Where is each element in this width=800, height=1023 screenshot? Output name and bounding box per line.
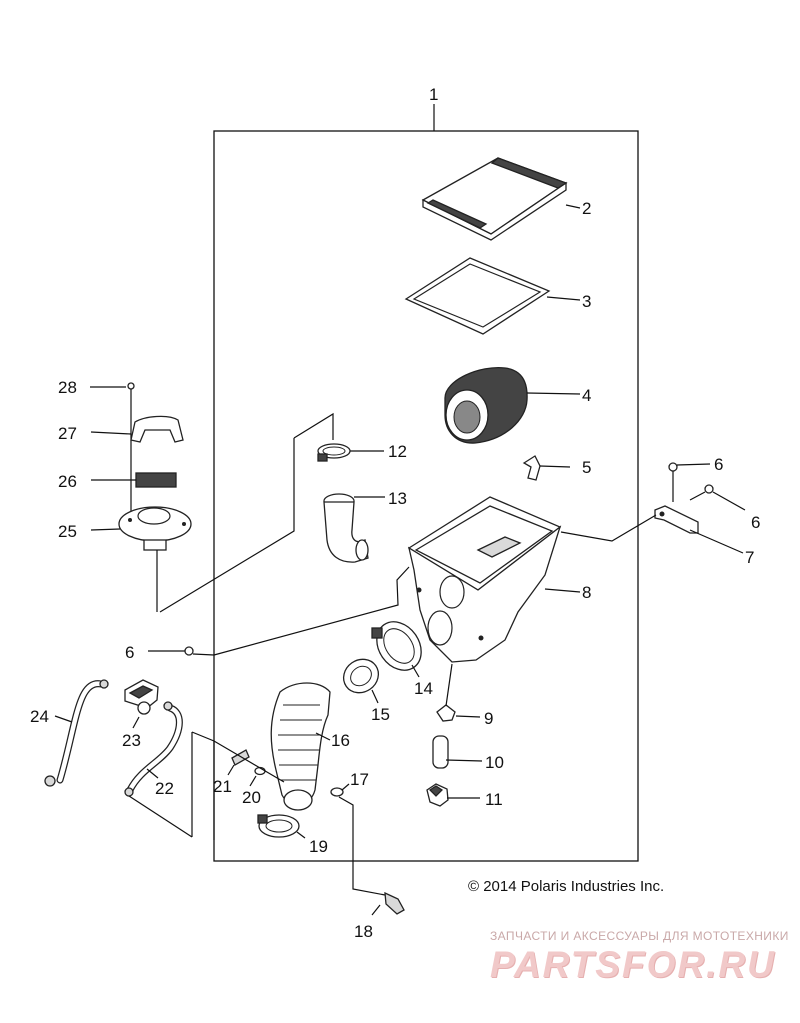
part-18-sensor — [338, 796, 405, 916]
part-6-screw-left — [148, 646, 215, 656]
part-11-drain-plug — [426, 783, 480, 807]
callout-3: 3 — [582, 292, 591, 311]
part-17-seal — [330, 783, 350, 797]
part-5-clip — [522, 455, 571, 481]
watermark-brand: PARTSFOR.RU — [490, 944, 776, 985]
callout-1: 1 — [429, 85, 438, 104]
part-7-bracket — [654, 505, 744, 554]
part-24-hose — [44, 679, 109, 787]
callout-13: 13 — [388, 489, 407, 508]
assembly-frame — [213, 130, 639, 862]
part-28-screw — [90, 382, 135, 520]
watermark-subtitle: ЗАПЧАСТИ И АКСЕССУАРЫ ДЛЯ МОТОТЕХНИКИ — [490, 929, 789, 943]
callout-21: 21 — [213, 777, 232, 796]
copyright-text: © 2014 Polaris Industries Inc. — [468, 878, 665, 895]
callout-6-left: 6 — [125, 643, 134, 662]
callout-17: 17 — [350, 770, 369, 789]
callout-26: 26 — [58, 472, 77, 491]
callout-18: 18 — [354, 922, 373, 941]
part-19-clamp — [257, 814, 306, 839]
part-14-clamp — [371, 621, 422, 678]
callout-20: 20 — [242, 788, 261, 807]
callout-25: 25 — [58, 522, 77, 541]
part-26-screen — [91, 472, 177, 488]
part-2-airbox-cover — [421, 157, 581, 241]
part-8-airbox-housing — [407, 496, 581, 663]
part-9-clamp — [436, 704, 481, 722]
callout-22: 22 — [155, 779, 174, 798]
callout-6-right: 6 — [751, 513, 760, 532]
callout-6-top: 6 — [714, 455, 723, 474]
callout-2: 2 — [582, 199, 591, 218]
callout-15: 15 — [371, 705, 390, 724]
part-27-cap — [90, 415, 184, 443]
callout-12: 12 — [388, 442, 407, 461]
part-6-screw-top — [668, 462, 711, 502]
callout-16: 16 — [331, 731, 350, 750]
part-20-washer — [249, 766, 266, 787]
callout-10: 10 — [485, 753, 504, 772]
part-25-base — [90, 506, 192, 612]
part-23-valve — [124, 679, 159, 729]
callout-14: 14 — [414, 679, 433, 698]
part-12-clamp — [317, 443, 384, 462]
part-13-elbow-duct — [323, 493, 385, 563]
callout-7: 7 — [745, 548, 754, 567]
callout-27: 27 — [58, 424, 77, 443]
part-6-screw-right — [689, 484, 746, 511]
callout-8: 8 — [582, 583, 591, 602]
part-21-fitting — [227, 749, 250, 776]
callout-5: 5 — [582, 458, 591, 477]
callout-28: 28 — [58, 378, 77, 397]
part-3-gasket — [404, 257, 581, 335]
part-16-intake-boot — [270, 682, 331, 811]
callout-11: 11 — [485, 790, 503, 809]
callout-23: 23 — [122, 731, 141, 750]
callout-4: 4 — [582, 386, 591, 405]
part-4-air-filter — [444, 366, 581, 444]
callout-24: 24 — [30, 707, 49, 726]
callout-9: 9 — [484, 709, 493, 728]
part-15-ring — [342, 658, 380, 704]
part-10-drain-tube — [432, 735, 483, 769]
part-22-hose — [124, 701, 183, 797]
callout-19: 19 — [309, 837, 328, 856]
